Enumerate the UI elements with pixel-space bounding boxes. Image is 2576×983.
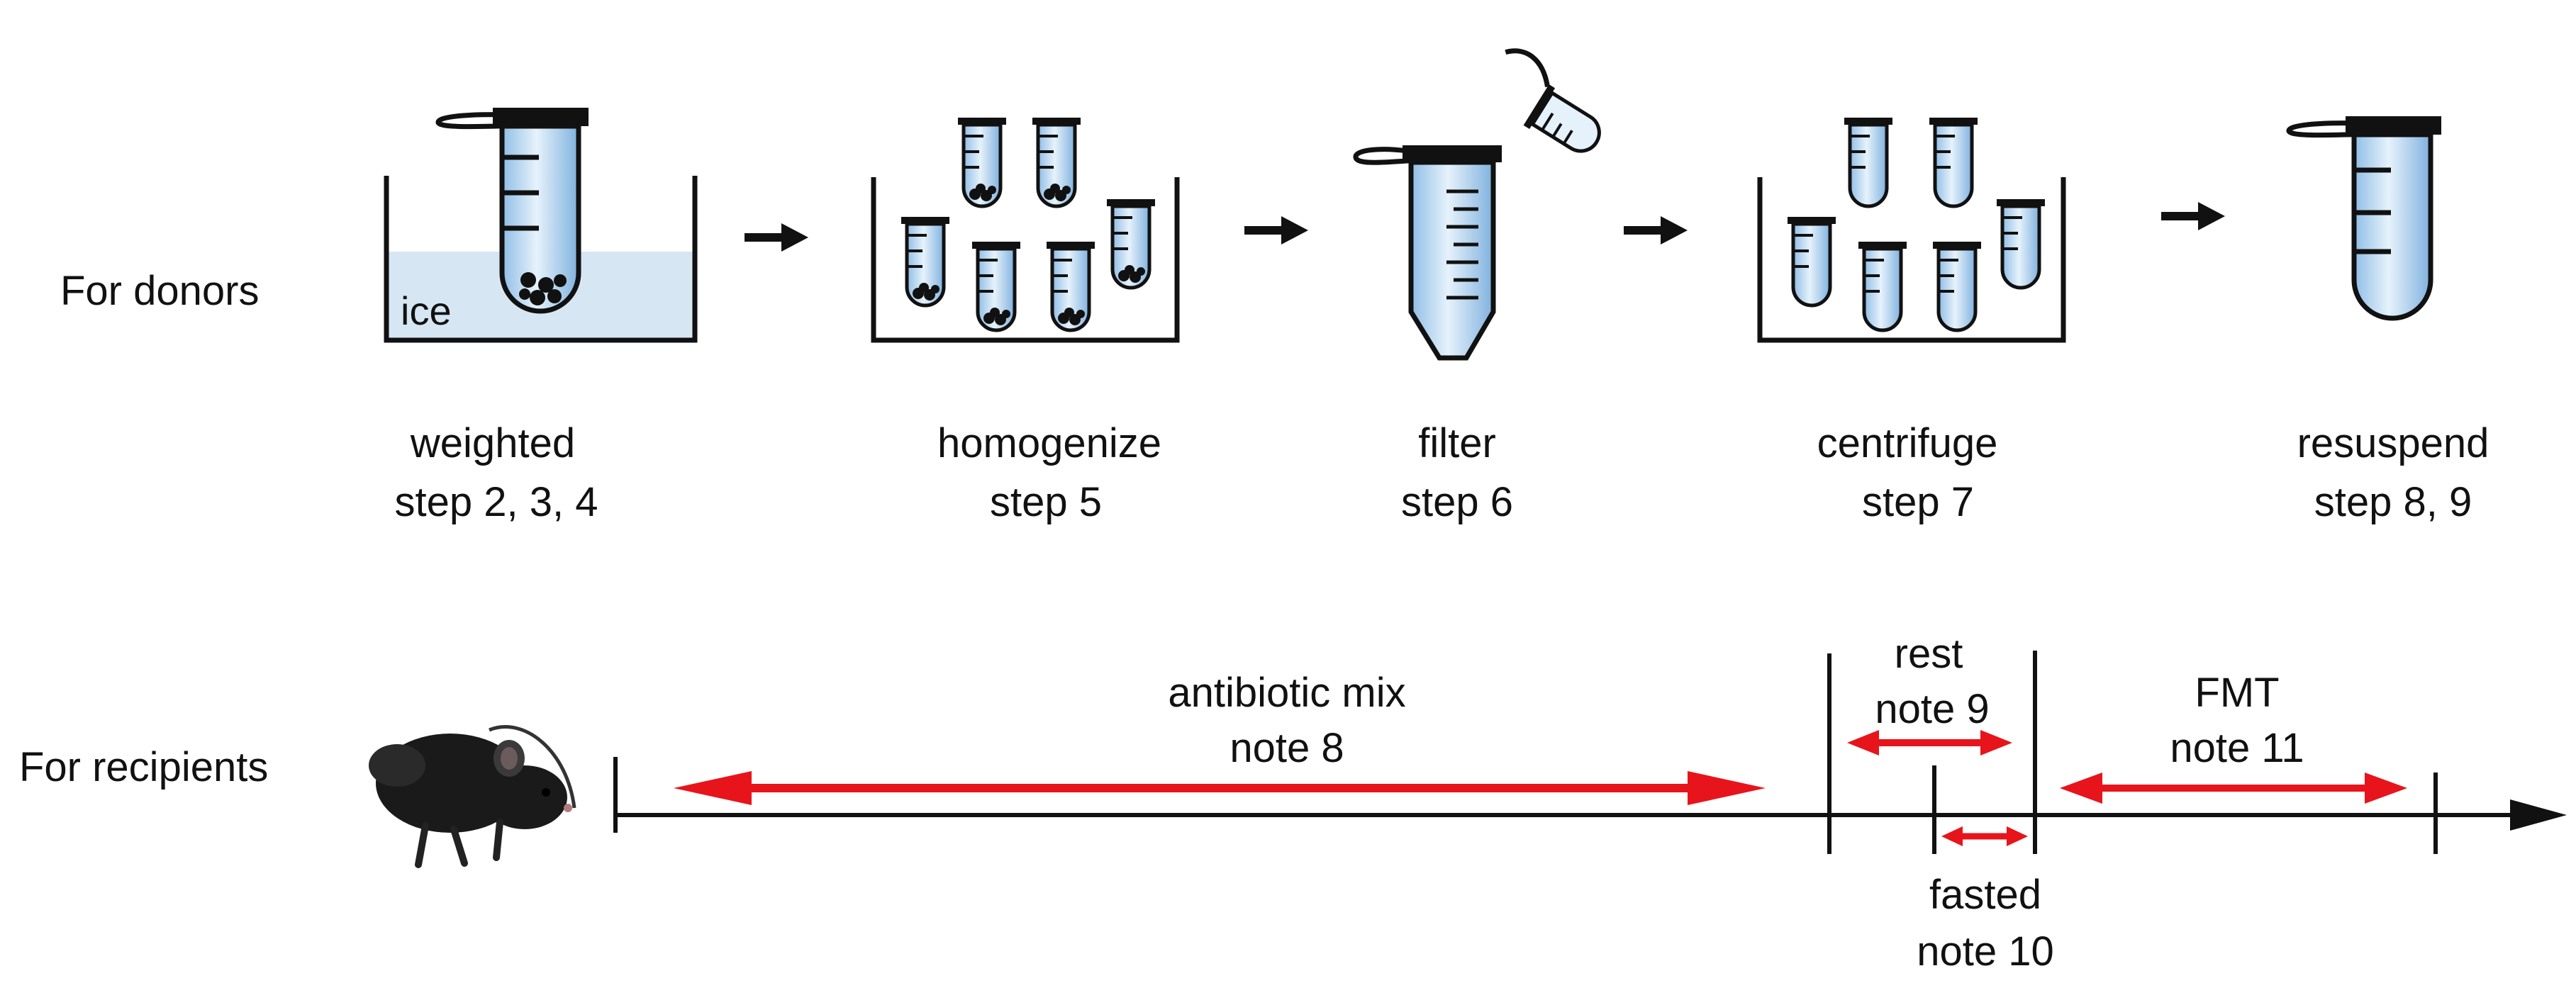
resuspend-step: step 8, 9 — [2314, 479, 2472, 525]
microcentrifuge-tube-icon — [2286, 116, 2441, 321]
filter-step: step 6 — [1401, 479, 1513, 525]
centrifuge-illustration — [1757, 118, 2066, 343]
microcentrifuge-tube-icon — [435, 108, 589, 314]
antibiotic-title: antibiotic mix — [1168, 670, 1405, 716]
ice-label: ice — [401, 288, 452, 333]
rest-title: rest — [1895, 631, 1963, 677]
weighted-step: step 2, 3, 4 — [395, 479, 598, 525]
sample-pellets — [519, 272, 567, 305]
resuspend-title: resuspend — [2297, 420, 2489, 466]
conical-filter-tube-icon — [1353, 145, 1502, 361]
rest-note: note 9 — [1875, 686, 1989, 732]
filter-title: filter — [1418, 420, 1496, 466]
antibiotic-note: note 8 — [1230, 725, 1344, 771]
weighted-title: weighted — [410, 420, 575, 466]
fmt-note: note 11 — [2170, 725, 2304, 771]
donors-row-label: For donors — [60, 268, 259, 314]
fasted-title: fasted — [1929, 872, 2041, 918]
fmt-period-arrow — [2060, 773, 2407, 804]
flow-arrow-4 — [2161, 202, 2225, 230]
fasted-period-arrow — [1941, 826, 2028, 846]
antibiotic-period-arrow — [674, 771, 1766, 805]
homogenize-illustration — [871, 118, 1180, 343]
black-mouse-icon — [369, 725, 576, 868]
timeline-axis — [613, 651, 2567, 854]
fasted-note: note 10 — [1917, 928, 2054, 974]
weighted-illustration: ice — [384, 108, 698, 343]
flow-arrow-3 — [1624, 216, 1688, 245]
centrifuge-step: step 7 — [1862, 479, 1974, 525]
filter-illustration — [1353, 48, 1601, 361]
fmt-title: FMT — [2195, 670, 2279, 716]
recipients-row-label: For recipients — [19, 744, 268, 790]
pouring-tube-icon — [1505, 48, 1601, 153]
flow-arrow-2 — [1244, 216, 1308, 245]
homogenize-step: step 5 — [990, 479, 1102, 525]
centrifuge-title: centrifuge — [1817, 420, 1998, 466]
resuspend-illustration — [2286, 116, 2441, 321]
rest-period-arrow — [1847, 730, 2012, 755]
flow-arrow-1 — [745, 223, 808, 252]
homogenize-title: homogenize — [937, 420, 1161, 466]
